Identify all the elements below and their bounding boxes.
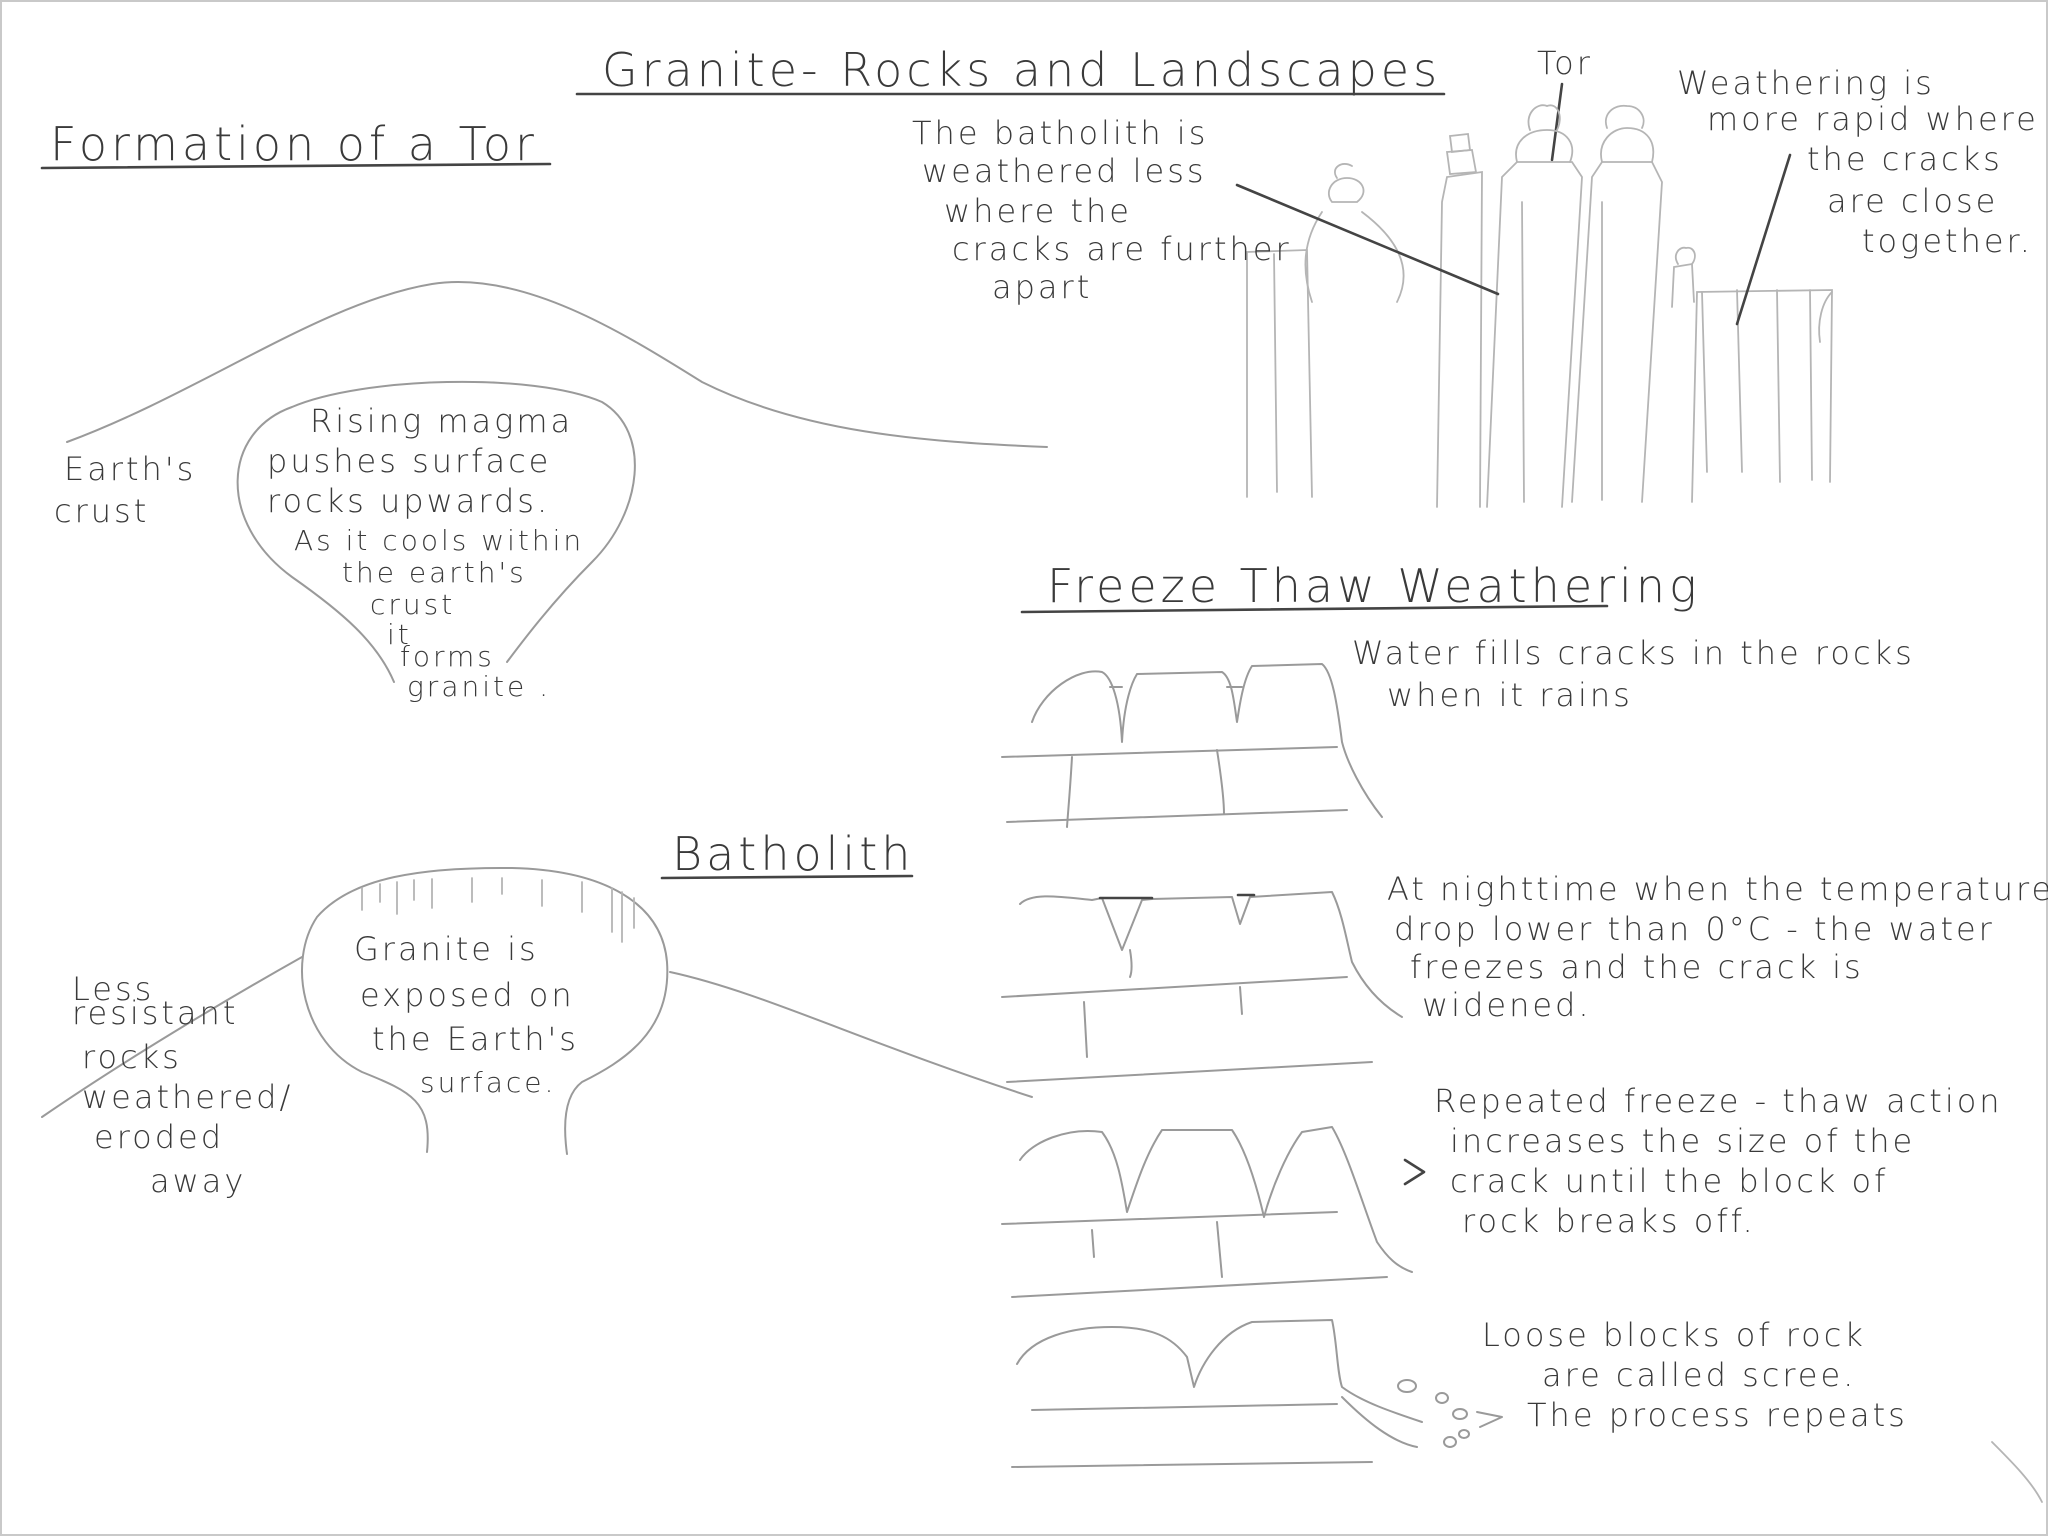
granite-note-line-4: surface. [420, 1066, 556, 1099]
batholith-weathered-line-2: weathered less [922, 152, 1207, 190]
magma-note-line-5: the earth's [342, 556, 527, 589]
batholith-ground-right [669, 971, 1033, 1098]
less-resistant-line-1: Less [72, 970, 154, 1008]
step-1-line-1: Water fills cracks in the rocks [1352, 634, 1915, 672]
crust-label-line-2: crust [54, 492, 149, 530]
step-2-line-2: drop lower than 0°C - the water [1394, 910, 1995, 948]
freeze-thaw-step-2-diagram [1001, 891, 1403, 1083]
step-2-line-1: At nighttime when the temperatures [1387, 870, 2048, 908]
batholith-weathered-line-3: where the [944, 192, 1132, 230]
page-corner-mark [1991, 1441, 2043, 1503]
freeze-thaw-underline [1020, 604, 1609, 614]
magma-note-line-8: forms [400, 640, 495, 673]
batholith-weathered-line-4: cracks are further [952, 230, 1292, 268]
step-1-line-2: when it rains [1387, 676, 1633, 714]
weathering-note-pointer [1735, 153, 1792, 326]
magma-note-line-9: granite . [407, 670, 551, 703]
granite-dome-outline [301, 866, 669, 1155]
step-3-line-2: increases the size of the [1450, 1122, 1915, 1160]
batholith-weathered-line-5: apart [992, 268, 1092, 306]
batholith-ground-left [41, 956, 303, 1118]
step-4-line-2: are called scree. [1542, 1356, 1856, 1394]
tor-label-pointer [1550, 82, 1564, 162]
step-3-arrow-icon [1403, 1158, 1426, 1186]
tor-formation-heading: Formation of a Tor [50, 117, 538, 171]
freeze-thaw-step-3-diagram [1001, 1126, 1413, 1298]
magma-bulb-outline [236, 380, 636, 683]
step-3-line-3: crack until the block of [1450, 1162, 1888, 1200]
magma-note-line-3: rocks upwards. [267, 482, 550, 520]
step-2-line-4: widened. [1422, 986, 1592, 1024]
earth-crust-line [66, 281, 1048, 448]
tor-rock-drawing [1246, 104, 1833, 508]
less-resistant-line-4: weathered/ [82, 1078, 293, 1116]
weathering-note-line-2: more rapid where [1707, 100, 2039, 138]
less-resistant-line-6: away [150, 1162, 246, 1200]
weathering-note-line-4: are close [1827, 182, 1998, 220]
batholith-note-pointer [1235, 183, 1500, 296]
step-4-line-1: Loose blocks of rock [1482, 1316, 1866, 1354]
freeze-thaw-step-4-diagram [1011, 1319, 1423, 1468]
granite-note-line-3: the Earth's [372, 1020, 579, 1058]
magma-note-line-1: Rising magma [310, 402, 573, 440]
freeze-thaw-heading: Freeze Thaw Weathering [1047, 559, 1701, 613]
tor-formation-underline [40, 162, 552, 170]
crust-label-line-1: Earth's [64, 450, 196, 488]
tor-label: Tor [1537, 44, 1593, 82]
freeze-thaw-step-1-diagram [1001, 663, 1383, 828]
page-title: Granite- Rocks and Landscapes [602, 43, 1441, 97]
less-resistant-line-3: rocks [82, 1038, 182, 1076]
magma-note-line-6: crust [370, 588, 455, 621]
step-4-line-3: The process repeats [1527, 1396, 1908, 1434]
magma-note-line-7: it [387, 618, 412, 651]
step-3-line-1: Repeated freeze - thaw action [1434, 1082, 2003, 1120]
less-resistant-line-2: resistant [72, 994, 238, 1032]
weathering-note-line-5: together. [1862, 222, 2033, 260]
magma-note-line-2: pushes surface [267, 442, 551, 480]
batholith-underline [660, 874, 914, 880]
weathering-note-line-3: the cracks [1807, 140, 2003, 178]
weathering-note-line-1: Weathering is [1677, 64, 1935, 102]
magma-note-line-4: As it cools within [294, 524, 584, 557]
batholith-weathered-line-1: The batholith is [912, 114, 1208, 152]
weathering-hatching [361, 877, 635, 943]
granite-note-line-2: exposed on [360, 976, 575, 1014]
batholith-heading: Batholith [672, 827, 914, 881]
granite-note-line-1: Granite is [354, 930, 539, 968]
scree-fragments [1397, 1379, 1503, 1448]
less-resistant-line-5: eroded [94, 1118, 224, 1156]
step-2-line-3: freezes and the crack is [1410, 948, 1864, 986]
step-3-line-4: rock breaks off. [1462, 1202, 1756, 1240]
